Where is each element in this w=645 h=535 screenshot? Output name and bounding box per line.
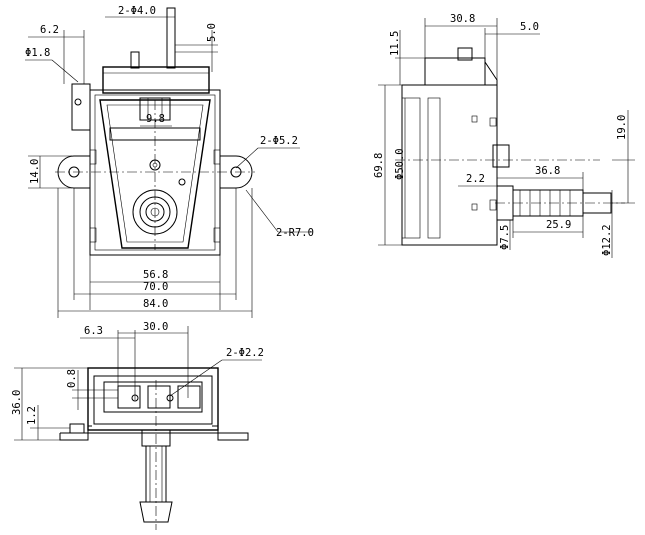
dim-side-50: 5.0: [520, 21, 539, 33]
dim-side-259: 25.9: [546, 219, 571, 231]
dim-side-phi75: Φ7.5: [499, 225, 511, 250]
front-plate: [89, 89, 221, 256]
dim-top-right-5: 5.0: [206, 23, 218, 42]
dim-top-spindle: 2-Φ4.0: [118, 5, 156, 17]
dim-bottom-360: 36.0: [11, 390, 23, 415]
dim-bottom-12: 1.2: [26, 406, 38, 425]
dim-98: 9.8: [146, 113, 165, 125]
front-view: 2-Φ4.0 5.0 6.2 Φ1.8 9.8 2-Φ5.2 2-R7.0 14…: [25, 5, 314, 318]
dim-top-left-62: 6.2: [40, 24, 59, 36]
dim-width-700: 70.0: [143, 281, 168, 293]
motor-body: [401, 84, 498, 246]
dim-phi18: Φ1.8: [25, 47, 50, 59]
dim-bottom-phi22: 2-Φ2.2: [226, 347, 264, 359]
left-tab-hole: [74, 98, 82, 106]
side-gear-box: [424, 57, 486, 86]
dim-side-phi500: Φ50.0: [394, 148, 406, 180]
dim-side-190: 19.0: [616, 115, 628, 140]
dim-hole-dia: 2-Φ5.2: [260, 135, 298, 147]
dim-bottom-08: 0.8: [66, 369, 78, 388]
dim-side-698: 69.8: [373, 153, 385, 178]
dim-radius: 2-R7.0: [276, 227, 314, 239]
dim-bottom-63: 6.3: [84, 325, 103, 337]
right-ear: [220, 155, 253, 189]
dim-side-308: 30.8: [450, 13, 475, 25]
bottom-housing: [87, 367, 219, 431]
bottom-view: 6.3 30.0 2-Φ2.2 0.8 36.0 1.2: [11, 321, 264, 530]
dim-height-140: 14.0: [29, 159, 41, 184]
dim-bottom-300: 30.0: [143, 321, 168, 333]
dim-width-840: 84.0: [143, 298, 168, 310]
dim-side-115: 11.5: [389, 31, 401, 56]
side-view: 30.8 5.0 11.5 69.8 Φ50.0 19.0 2.2 36.8 Φ…: [373, 13, 635, 258]
dim-side-368: 36.8: [535, 165, 560, 177]
mount-plate: [60, 425, 249, 441]
dim-side-phi122: Φ12.2: [601, 224, 613, 256]
gear-housing: [102, 66, 210, 94]
bottom-hole-right: [166, 394, 174, 402]
dim-side-22: 2.2: [466, 173, 485, 185]
trapezoid-bracket: [99, 99, 211, 249]
dim-width-568: 56.8: [143, 269, 168, 281]
